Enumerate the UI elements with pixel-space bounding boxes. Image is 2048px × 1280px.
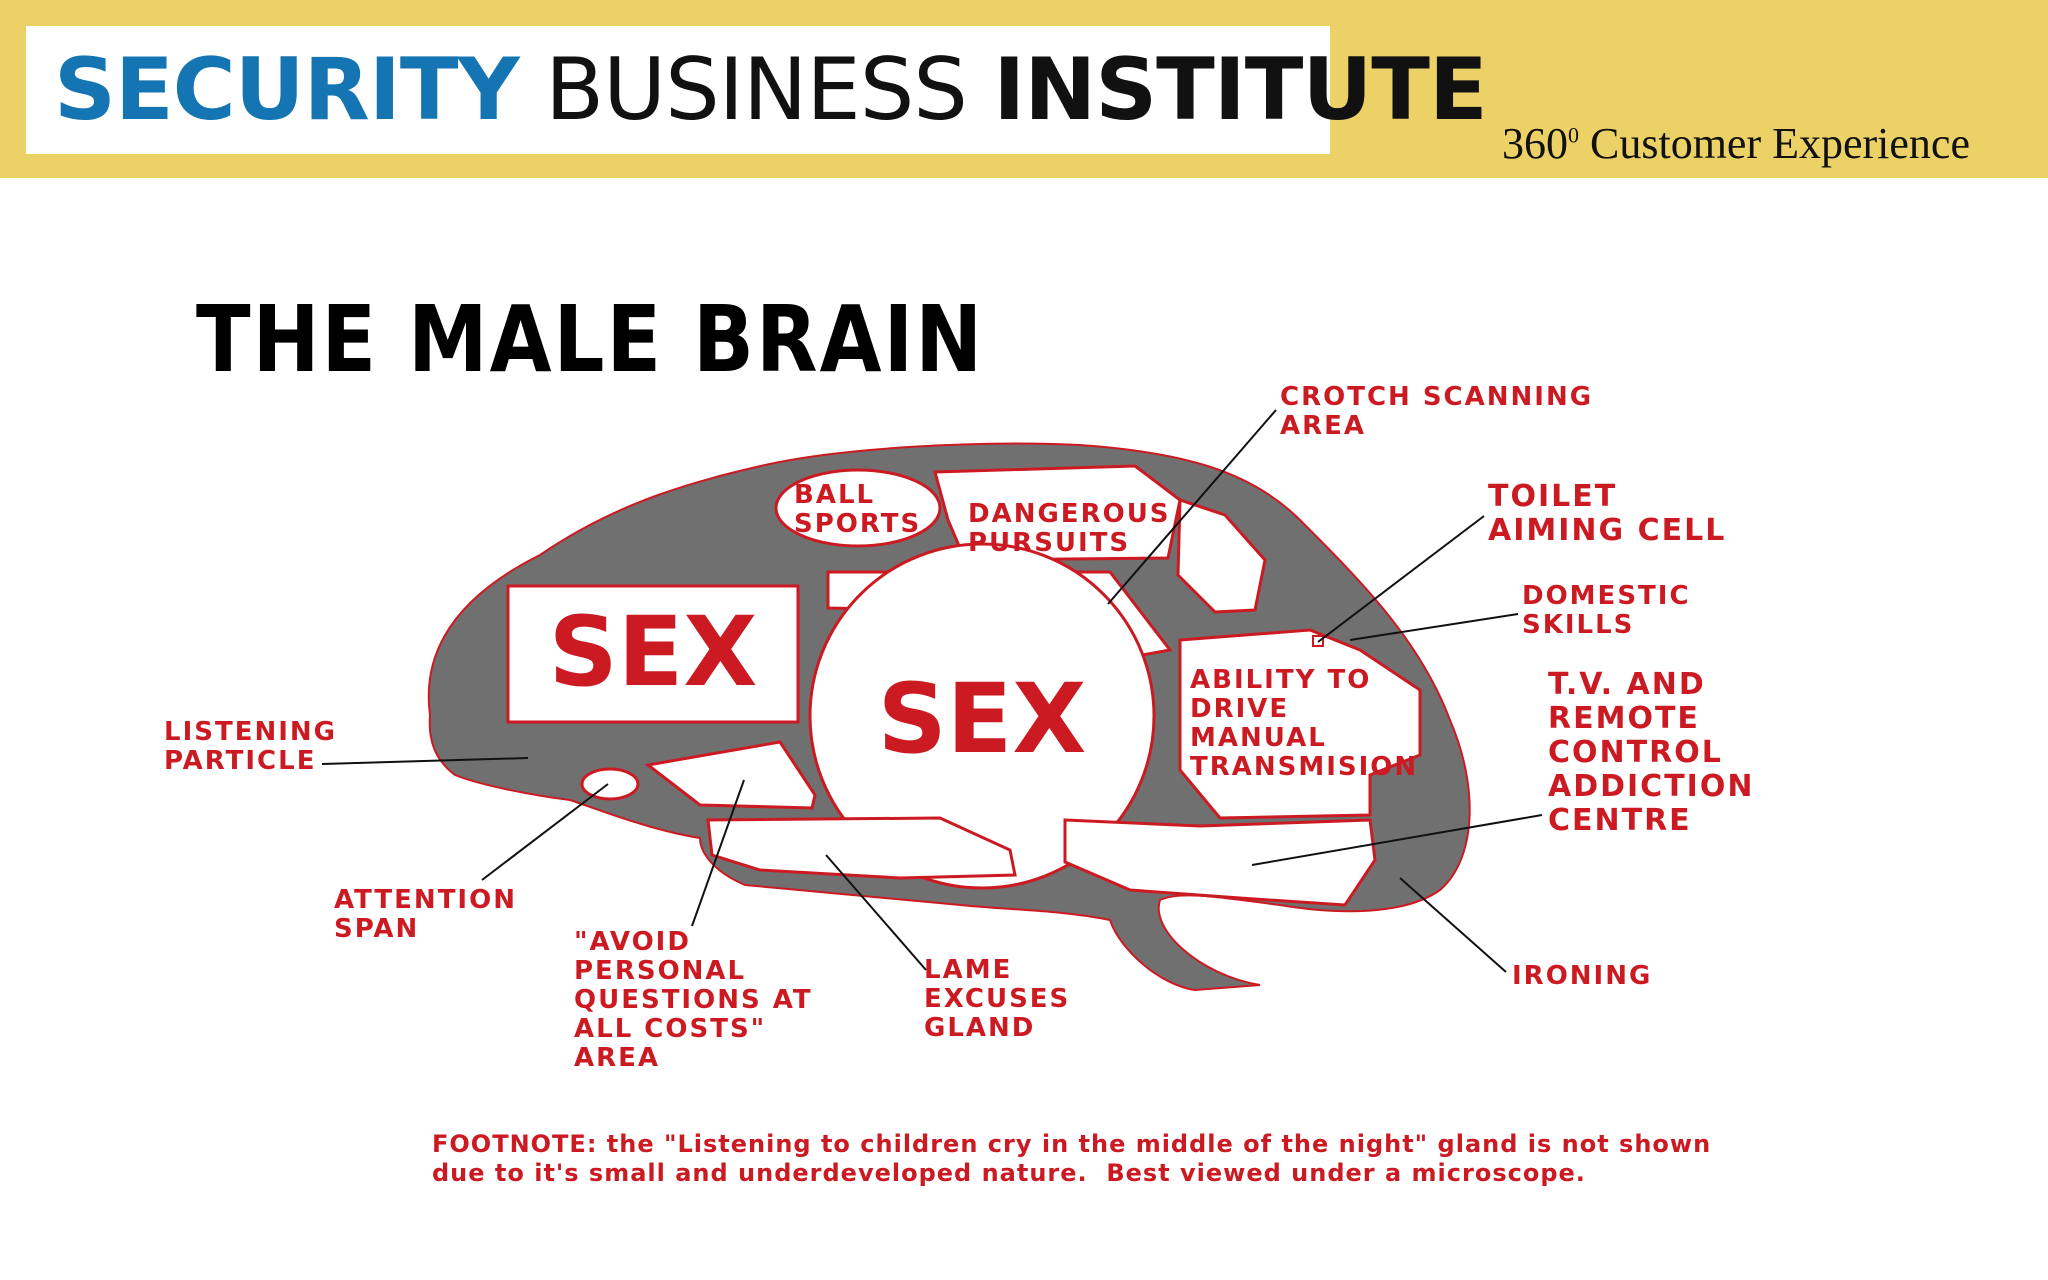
label-listening-particle: LISTENING PARTICLE: [164, 718, 337, 776]
label-attention-span: ATTENTION SPAN: [334, 886, 517, 944]
label-ball-sports: BALL SPORTS: [794, 481, 921, 539]
label-lame-excuses: LAME EXCUSES GLAND: [924, 956, 1070, 1043]
sex-circle-label: SEX: [878, 663, 1087, 775]
label-domestic-skills: DOMESTIC SKILLS: [1522, 582, 1691, 640]
leader-ironing: [1400, 878, 1506, 972]
leader-attention: [482, 784, 608, 880]
label-dangerous-pursuits: DANGEROUS PURSUITS: [968, 500, 1171, 558]
attention-span-region: [582, 769, 638, 799]
label-manual-transmission: ABILITY TO DRIVE MANUAL TRANSMISION: [1190, 666, 1418, 782]
label-tv-remote: T.V. AND REMOTE CONTROL ADDICTION CENTRE: [1548, 668, 1754, 838]
label-toilet-aiming: TOILET AIMING CELL: [1488, 480, 1726, 548]
sex-box-label: SEX: [549, 596, 758, 708]
label-avoid-questions: "AVOID PERSONAL QUESTIONS AT ALL COSTS" …: [574, 928, 813, 1073]
footnote: FOOTNOTE: the "Listening to children cry…: [432, 1130, 1711, 1188]
label-crotch-scanning: CROTCH SCANNING AREA: [1280, 383, 1593, 441]
label-ironing: IRONING: [1512, 962, 1652, 991]
